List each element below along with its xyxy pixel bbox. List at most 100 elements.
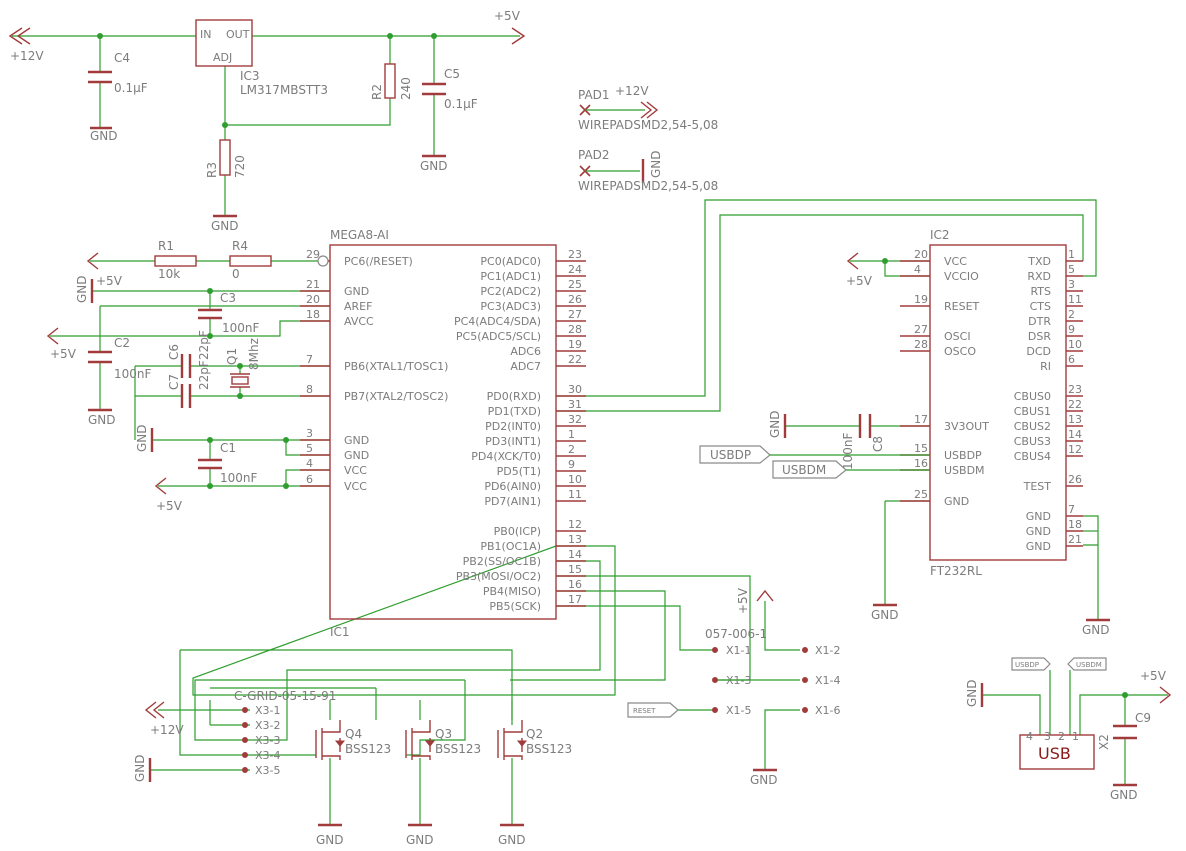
ic1-pin-label: VCC (344, 464, 367, 477)
ic2-pin-num: 21 (1068, 533, 1082, 546)
ic1-pin-label: PD4(XCK/T0) (471, 450, 541, 463)
ic2-pin-label: GND (1026, 525, 1051, 538)
ic1-pin-label: PD0(RXD) (487, 390, 541, 403)
usb-label: USB (1038, 744, 1071, 763)
svg-text:X3-3: X3-3 (255, 734, 281, 747)
svg-text:X1-3: X1-3 (726, 674, 752, 687)
ic1-pin-num: 13 (568, 533, 582, 546)
ic1-pin-num: 23 (568, 248, 582, 261)
svg-text:100nF: 100nF (841, 432, 855, 470)
p5v-label-ic1: +5V (96, 274, 123, 288)
svg-text:GND: GND (498, 833, 526, 847)
ic2-pin-label: OSCO (944, 345, 976, 358)
svg-text:8Mhz: 8Mhz (247, 338, 261, 370)
ic1-pin-num: 9 (568, 458, 575, 471)
ic1-pin-num: 15 (568, 563, 582, 576)
ic1-pin-num: 17 (568, 593, 582, 606)
ic1-pin-label: VCC (344, 480, 367, 493)
ic2-pin-num: 11 (1068, 293, 1082, 306)
ic1-pin-label: PB2(SS/OC1B) (463, 555, 541, 568)
ic2-pin-label: CBUS2 (1014, 420, 1051, 433)
ic2-pin-label: 3V3OUT (944, 420, 989, 433)
svg-text:+12V: +12V (615, 84, 649, 98)
svg-text:X1-1: X1-1 (726, 644, 752, 657)
svg-text:1: 1 (1072, 730, 1079, 743)
ic2-pin-num: 28 (914, 338, 928, 351)
ic1-pin-num: 1 (568, 428, 575, 441)
svg-text:BSS123: BSS123 (435, 742, 481, 756)
ic2-pin-num: 17 (914, 413, 928, 426)
svg-text:R2: R2 (370, 84, 384, 100)
svg-text:GND: GND (768, 410, 782, 438)
ic2-pin-label: USBDM (944, 464, 985, 477)
svg-text:C7: C7 (167, 374, 181, 390)
svg-text:GND: GND (211, 219, 239, 233)
svg-text:0.1µF: 0.1µF (444, 97, 478, 111)
svg-text:3: 3 (1044, 730, 1051, 743)
usb-connector: USB 4 3 2 1 X2 USBDP USBDM (1011, 657, 1111, 770)
ic2-pin-label: GND (1026, 540, 1051, 553)
ic1-pin-label: PC3(ADC3) (480, 300, 541, 313)
svg-text:BSS123: BSS123 (345, 742, 391, 756)
ic2-pin-label: TEST (1023, 480, 1052, 493)
svg-text:Q2: Q2 (526, 727, 543, 741)
ic1-pin-num: 14 (568, 548, 582, 561)
ic2-pin-num: 23 (1068, 383, 1082, 396)
ic1-pin-label: PD1(TXD) (488, 405, 541, 418)
ic1-pin-label: PB5(SCK) (489, 600, 541, 613)
svg-text:PAD1: PAD1 (578, 88, 610, 102)
ic1-pin-num: 29 (306, 248, 320, 261)
svg-text:C1: C1 (220, 441, 236, 455)
svg-text:100nF: 100nF (222, 321, 260, 335)
ic2-pin-num: 6 (1068, 353, 1075, 366)
ic2-pin-num: 22 (1068, 398, 1082, 411)
mosfet-q3: Q3 BSS123 (405, 720, 481, 760)
ic1-pin-num: 5 (306, 442, 313, 455)
ic1-pin-label: PB3(MOSI/OC2) (456, 570, 541, 583)
svg-text:X3-1: X3-1 (255, 704, 281, 717)
ic1-pin-label: PD2(INT0) (485, 420, 541, 433)
ic2-pin-label: CBUS0 (1014, 390, 1051, 403)
svg-text:C9: C9 (1135, 711, 1151, 725)
ic1-pin-num: 24 (568, 263, 582, 276)
svg-text:X1-6: X1-6 (815, 704, 841, 717)
ic2-pin-num: 18 (1068, 518, 1082, 531)
ic2-pin-label: USBDP (944, 449, 982, 462)
svg-text:X1-5: X1-5 (726, 704, 752, 717)
wire-pads: PAD1 +12V WIREPADSMD2,54-5,08 PAD2 GND W… (578, 84, 718, 193)
ic2-pin-num: 5 (1068, 263, 1075, 276)
usb-tag-dm: USBDM (1076, 661, 1102, 669)
svg-text:X1-2: X1-2 (815, 644, 841, 657)
ic1-pin-num: 20 (306, 293, 320, 306)
net-labels: USBDP USBDM RESET (627, 445, 930, 718)
ic1-pin-num: 30 (568, 383, 582, 396)
svg-text:22pF: 22pF (197, 330, 211, 360)
ic1-pin-num: 10 (568, 473, 582, 486)
netlabel-reset: RESET (633, 707, 656, 715)
ic2-pin-num: 10 (1068, 338, 1082, 351)
ic1-pin-label: AREF (344, 300, 372, 313)
ic1-pin-label: GND (344, 449, 369, 462)
svg-text:+5V: +5V (846, 274, 873, 288)
ic1-pin-num: 6 (306, 473, 313, 486)
p12v-top-label: +12V (10, 49, 44, 63)
ic1-pin-num: 4 (306, 457, 313, 470)
ic2-pin-label: CTS (1030, 300, 1051, 313)
x3-connector: C-GRID-05-15-91 X3-1 X3-2 X3-3 X3-4 X3-5 (234, 689, 336, 777)
ic2-pin-num: 16 (914, 457, 928, 470)
svg-text:GND: GND (75, 275, 89, 303)
svg-text:0.1µF: 0.1µF (114, 81, 148, 95)
ic1-pin-num: 21 (306, 278, 320, 291)
svg-text:GND: GND (316, 833, 344, 847)
ic1-pin-label: PC2(ADC2) (480, 285, 541, 298)
ic2-pin-label: RXD (1027, 270, 1051, 283)
svg-text:GND: GND (420, 159, 448, 173)
ic1-pin-label: ADC6 (510, 345, 541, 358)
ic2-pin-label: DSR (1028, 330, 1051, 343)
ic2-pin-label: VCC (944, 255, 967, 268)
ic2-pin-label: DTR (1028, 315, 1051, 328)
ic3-regulator: IN OUT ADJ IC3 LM317MBSTT3 (195, 19, 328, 97)
ic1-pin-label: PC4(ADC4/SDA) (454, 315, 541, 328)
